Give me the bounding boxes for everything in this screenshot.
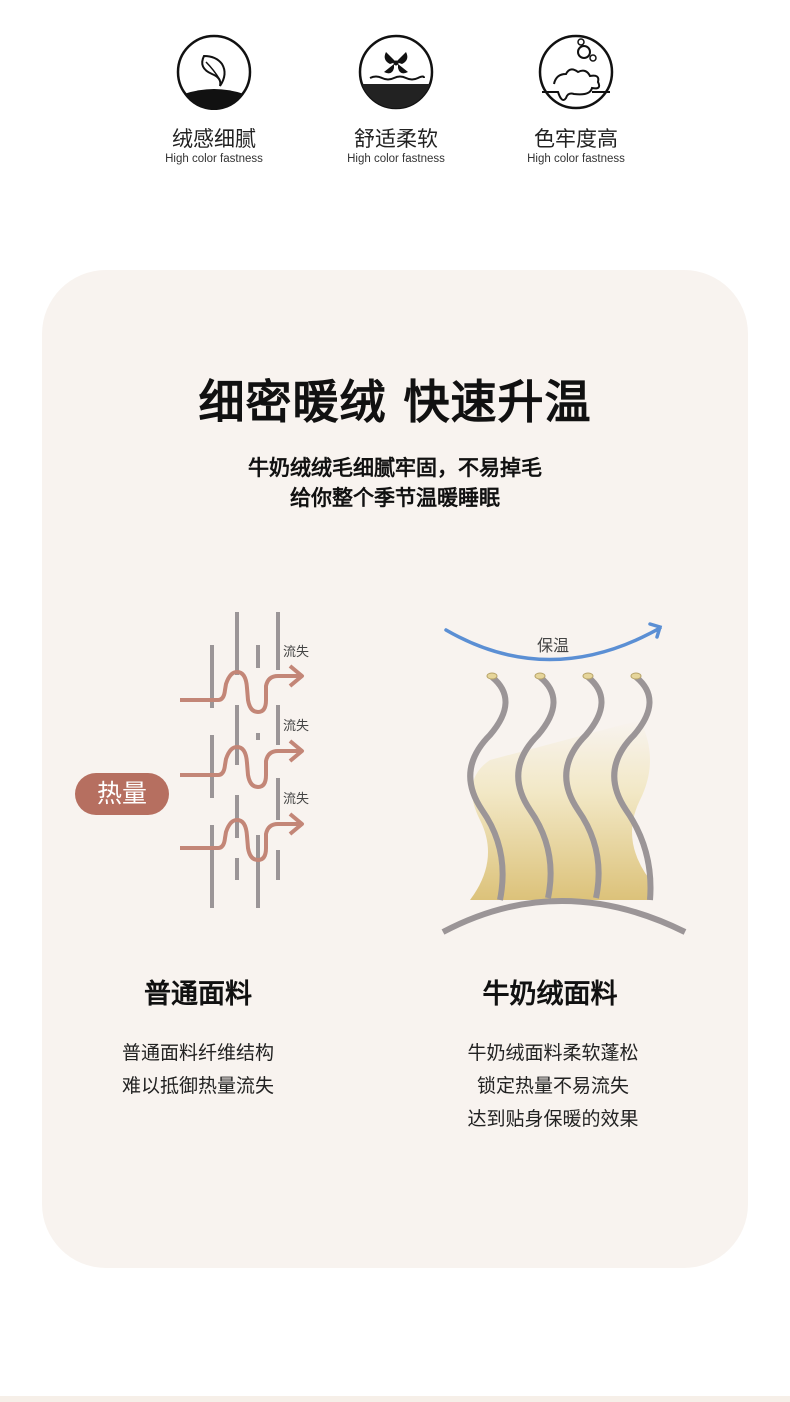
fiber-lines xyxy=(210,612,280,908)
page-title: 细密暖绒 快速升温 xyxy=(198,375,592,429)
feature-title: 舒适柔软 xyxy=(354,127,438,151)
fabric-diagrams xyxy=(180,612,687,935)
feature-item: 色牢度高 High color fastness xyxy=(496,34,656,165)
fiber-tips xyxy=(486,672,642,680)
feature-subtitle: High color fastness xyxy=(165,153,263,165)
feature-title: 绒感细腻 xyxy=(172,127,256,151)
normal-fabric-desc: 普通面料纤维结构 难以抵御热量流失 xyxy=(48,1037,348,1103)
desc-line: 难以抵御热量流失 xyxy=(121,1075,274,1097)
subtitle-line: 给你整个季节温暖睡眠 xyxy=(290,486,500,510)
desc-line: 牛奶绒面料柔软蓬松 xyxy=(467,1042,639,1064)
subtitle-line: 牛奶绒绒毛细腻牢固，不易掉毛 xyxy=(248,456,542,480)
milk-fabric-desc: 牛奶绒面料柔软蓬松 锁定热量不易流失 达到贴身保暖的效果 xyxy=(403,1037,703,1136)
feature-subtitle: High color fastness xyxy=(347,153,445,165)
warm-fill xyxy=(470,720,650,900)
loss-label: 流失 xyxy=(283,645,310,660)
feature-subtitle: High color fastness xyxy=(527,153,625,165)
warm-arc-arrow xyxy=(444,622,663,662)
heat-badge: 热量 xyxy=(75,773,169,815)
milk-fibers xyxy=(441,674,687,935)
normal-fabric-title: 普通面料 xyxy=(144,979,252,1010)
warm-label: 保温 xyxy=(537,636,570,655)
fan-icon xyxy=(358,34,434,110)
loss-label: 流失 xyxy=(283,719,310,734)
subtitle: 牛奶绒绒毛细腻牢固，不易掉毛 给你整个季节温暖睡眠 xyxy=(0,453,790,513)
heat-loss-arrows xyxy=(180,664,304,862)
bottom-strip xyxy=(0,1396,790,1402)
desc-line: 达到贴身保暖的效果 xyxy=(467,1108,639,1130)
desc-line: 普通面料纤维结构 xyxy=(121,1042,274,1064)
leaf-icon xyxy=(176,34,252,110)
feature-item: 绒感细腻 High color fastness xyxy=(134,34,294,165)
milk-fabric-title: 牛奶绒面料 xyxy=(482,979,618,1010)
feature-item: 舒适柔软 High color fastness xyxy=(316,34,476,165)
desc-line: 锁定热量不易流失 xyxy=(476,1075,629,1097)
loss-label: 流失 xyxy=(283,792,310,807)
bubble-icon xyxy=(538,34,614,110)
feature-title: 色牢度高 xyxy=(534,127,618,151)
